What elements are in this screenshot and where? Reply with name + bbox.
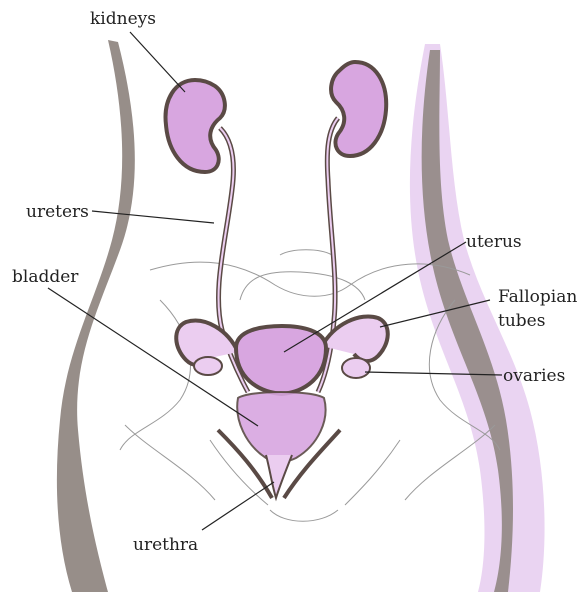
label-fallopian-line1: Fallopian bbox=[498, 287, 577, 307]
right-kidney bbox=[331, 62, 386, 156]
label-kidneys: kidneys bbox=[90, 9, 156, 29]
label-bladder: bladder bbox=[12, 267, 79, 287]
label-uterus: uterus bbox=[466, 232, 522, 252]
label-ovaries: ovaries bbox=[503, 366, 565, 386]
leader-kidneys bbox=[130, 32, 185, 92]
uterus-shape bbox=[236, 326, 326, 394]
label-fallopian-line2: tubes bbox=[498, 311, 545, 331]
body-outline-left bbox=[57, 40, 135, 592]
right-ovary bbox=[342, 358, 370, 378]
left-kidney bbox=[166, 80, 225, 172]
label-ureters: ureters bbox=[26, 202, 89, 222]
label-urethra: urethra bbox=[133, 535, 198, 555]
leader-ureters bbox=[92, 211, 214, 223]
left-ovary bbox=[194, 357, 222, 375]
leader-urethra bbox=[202, 482, 274, 530]
bladder-shape bbox=[237, 392, 325, 462]
